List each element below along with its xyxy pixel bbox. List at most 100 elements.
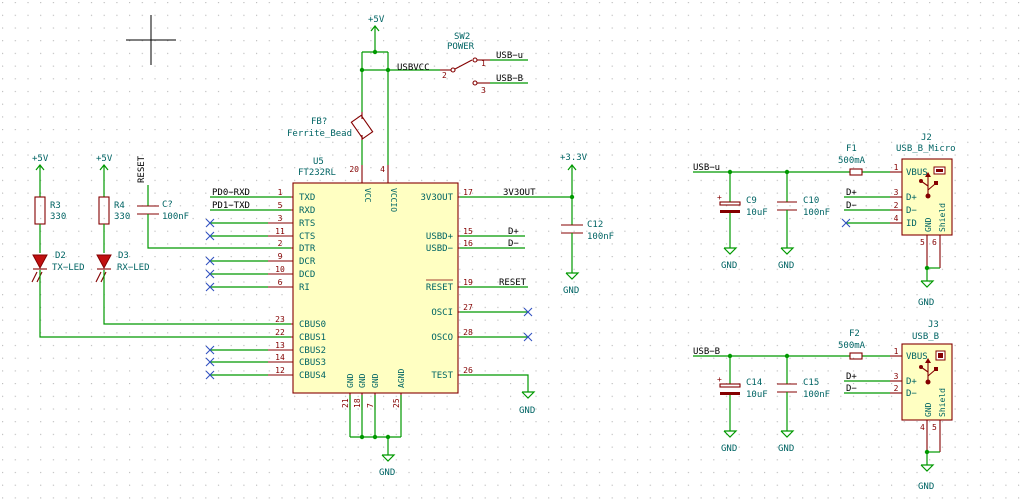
u5-pin-name: OSCI	[431, 308, 453, 318]
u5-pin-name: CTS	[299, 232, 315, 242]
u5-pin-num: 3	[278, 214, 283, 223]
j2-section[interactable]: USB−u F1 500mA + C9 10uF GND C10 100nF G…	[693, 133, 956, 308]
p5v-led1: +5V	[32, 154, 49, 164]
f1-value: 500mA	[838, 156, 866, 166]
net-pd1-txd: PD1−TXD	[212, 201, 250, 211]
p33v-label: +3.3V	[560, 153, 588, 163]
power-5v-top[interactable]: +5V	[368, 15, 385, 52]
d2-value: TX−LED	[52, 263, 85, 273]
u5-pin-num: 15	[463, 227, 473, 236]
j2-pin-num: 3	[894, 188, 899, 197]
net-dplus-j3: D+	[846, 372, 857, 382]
c14-value: 10uF	[746, 390, 768, 400]
u5-pin-num: 13	[275, 341, 285, 350]
svg-text:GND: GND	[721, 444, 737, 454]
svg-text:GND: GND	[379, 468, 395, 478]
u5-pin-num: 19	[463, 278, 473, 287]
svg-text:Shield: Shield	[938, 203, 947, 232]
svg-text:+: +	[717, 193, 722, 202]
svg-text:GND: GND	[924, 217, 933, 232]
svg-text:GND: GND	[918, 482, 934, 492]
c9-ref: C9	[746, 196, 757, 206]
svg-text:GND: GND	[721, 261, 737, 271]
u5-ft232rl[interactable]: U5 FT232RL 1TXD5RXD3RTS11CTS2DTR9DCR10DC…	[268, 157, 483, 410]
svg-text:5: 5	[920, 238, 925, 247]
u5-pin-num: 17	[463, 188, 473, 197]
net-dplus-u5: D+	[508, 227, 519, 237]
u5-pin-num: 23	[275, 315, 285, 324]
u5-pin-num: 7	[366, 403, 375, 408]
net-usb-b-j3: USB−B	[693, 347, 720, 357]
svg-text:GND: GND	[924, 402, 933, 417]
u5-pin-num: 5	[278, 201, 283, 210]
f2-value: 500mA	[838, 341, 866, 351]
svg-text:GND: GND	[519, 406, 535, 416]
no-connect-markers-left	[205, 218, 268, 380]
u5-pin-name: AGND	[397, 369, 406, 388]
u5-pin-name: CBUS4	[299, 371, 326, 381]
j3-pin-num: 1	[894, 347, 899, 356]
net-dminus-j3: D−	[846, 384, 857, 394]
j2-pin-name: ID	[906, 219, 917, 229]
c9-value: 10uF	[746, 208, 768, 218]
u5-pin-name: GND	[358, 373, 367, 388]
j3-section[interactable]: USB−B F2 500mA + C14 10uF GND C15 100nF …	[693, 320, 953, 492]
svg-text:5: 5	[932, 423, 937, 432]
u5-pin-name: VCC	[363, 188, 372, 203]
u5-pin-name: DTR	[299, 244, 316, 254]
svg-text:GND: GND	[778, 261, 794, 271]
capacitor-c-reset[interactable]: RESET C? 100nF	[137, 155, 291, 249]
net-dminus-j2: D−	[846, 201, 857, 211]
switch-sw2[interactable]: SW2 POWER 2 1 3 USB−u USB−B	[440, 32, 528, 95]
u5-pin-name: RTS	[299, 219, 315, 229]
u5-pin-num: 14	[275, 353, 285, 362]
d2-ref: D2	[55, 251, 66, 261]
j3-pin-name: D+	[906, 377, 917, 387]
u5-pin-num: 21	[341, 398, 350, 408]
f2-ref: F2	[849, 329, 860, 339]
j2-pin-num: 2	[894, 201, 899, 210]
net-usb-b-sw: USB−B	[496, 74, 523, 84]
j3-pin-name: VBUS	[906, 352, 928, 362]
net-dplus-j2: D+	[846, 188, 857, 198]
u5-body	[292, 182, 459, 394]
u5-pin-name: VCCIO	[389, 188, 398, 212]
net-reset-vertical: RESET	[137, 155, 147, 183]
led-branch-rx[interactable]: +5V R4 330 D3 RX−LED	[95, 154, 291, 325]
r4-value: 330	[114, 212, 130, 222]
c15-ref: C15	[803, 378, 819, 388]
u5-pin-name: RXD	[299, 206, 315, 216]
j2-ref: J2	[921, 133, 932, 143]
j2-pin-num: 1	[894, 163, 899, 172]
u5-pin-num: 10	[275, 265, 285, 274]
sw2-value: POWER	[447, 42, 475, 52]
j2-pin-name: D+	[906, 193, 917, 203]
u5-pin-num: 6	[278, 278, 283, 287]
c14-ref: C14	[746, 378, 762, 388]
fb-value: Ferrite_Bead	[287, 129, 352, 139]
svg-text:Shield: Shield	[938, 388, 947, 417]
f1-ref: F1	[846, 144, 857, 154]
svg-text:4: 4	[920, 423, 925, 432]
u5-pin-name: CBUS3	[299, 358, 326, 368]
u5-pin-num: 4	[380, 165, 385, 174]
sw2-ref: SW2	[454, 32, 470, 42]
u5-value: FT232RL	[298, 168, 336, 178]
wires-top	[359, 49, 440, 165]
led-branch-tx[interactable]: +5V R3 330 D2 TX−LED	[31, 154, 291, 338]
ferrite-bead[interactable]: FB? Ferrite_Bead	[287, 112, 374, 140]
c-reset-value: 100nF	[162, 212, 189, 222]
net-usb-u-sw: USB−u	[496, 51, 523, 61]
c-reset-ref: C?	[162, 200, 173, 210]
u5-pin-num: 25	[392, 398, 401, 408]
usb-symbol-icon	[919, 358, 938, 385]
capacitor-c12[interactable]: +3.3V C12 100nF GND	[560, 153, 614, 296]
net-reset-right: RESET	[499, 278, 527, 288]
u5-pin-name: TXD	[299, 193, 315, 203]
u5-pin-num: 20	[349, 165, 359, 174]
no-connect-osc	[523, 307, 533, 342]
sw2-pin2: 2	[442, 71, 447, 80]
u5-pin-num: 1	[278, 188, 283, 197]
